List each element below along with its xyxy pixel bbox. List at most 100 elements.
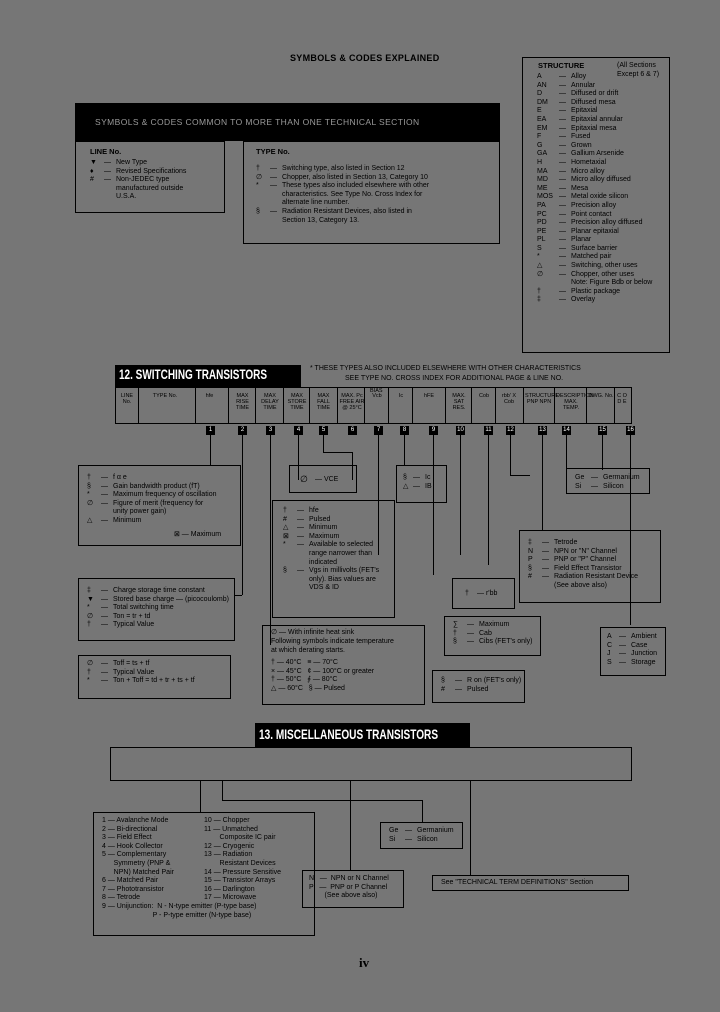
heatsink-line2: Following symbols indicate temperature <box>271 638 394 645</box>
legend-symbol: F <box>537 133 542 141</box>
legend-symbol: A <box>537 73 542 80</box>
legend-dash <box>270 191 282 200</box>
legend-symbol: PD <box>537 219 547 227</box>
legend-dash: — <box>297 524 304 532</box>
legend-text: Precision alloy <box>571 201 617 209</box>
ic-legend: §—Ic△—IB <box>396 465 447 503</box>
legend-symbol: G <box>537 141 543 149</box>
legend-row: EA—Epitaxial annular <box>537 116 652 125</box>
legend-row: EM—Epitaxial mesa <box>537 125 652 134</box>
legend-dash: — <box>101 474 108 481</box>
connector-line <box>222 800 422 801</box>
legend-row: GA—Gallium Arsenide <box>537 150 652 159</box>
legend-row: MD—Micro alloy diffused <box>537 176 652 185</box>
legend-dash: — <box>405 827 412 834</box>
legend-text: Stored base charge — (picocoulomb) <box>113 595 229 603</box>
legend-text: VDS & ID <box>309 584 339 592</box>
legend-text: Diffused mesa <box>571 98 616 106</box>
legend-text: Case <box>631 641 648 649</box>
legend-symbol <box>256 217 270 226</box>
legend-dash <box>104 193 116 202</box>
legend-row: ‡—Charge storage time constant <box>87 587 229 596</box>
legend-text: manufactured outside <box>116 184 184 192</box>
legend-dash: — <box>559 150 566 158</box>
connector-line <box>352 452 353 480</box>
legend-symbol: § <box>528 564 532 572</box>
legend-dash: — <box>542 556 549 564</box>
legend-symbol: § <box>256 207 260 215</box>
heatsink-legend: ∅ — With infinite heat sink Following sy… <box>262 625 425 705</box>
legend-symbol: △ <box>403 482 409 490</box>
vce-value: VCE <box>323 476 339 483</box>
legend-row: F—Fused <box>537 133 652 142</box>
header-divider <box>255 388 256 424</box>
legend-row: ‡—Tetrode <box>528 539 638 548</box>
common-section-banner <box>75 103 500 141</box>
legend-symbol: Si <box>575 482 582 490</box>
legend-row: characteristics. See Type No. Cross Inde… <box>256 191 429 200</box>
legend-text: Minimum <box>309 524 338 532</box>
legend-text: Storage <box>631 658 656 666</box>
rdon-legend: §—R on (FET's only)#—Pulsed <box>432 670 525 703</box>
header-divider <box>554 388 555 424</box>
column-number: 6 <box>348 426 357 435</box>
legend-text: Annular <box>571 81 596 89</box>
type-no-legend: TYPE No. †—Switching type, also listed i… <box>243 141 500 244</box>
legend-symbol: ∅ <box>87 612 94 620</box>
switching-header-14: STRUCTURE PNP NPN <box>525 393 559 405</box>
header-divider <box>138 388 139 424</box>
legend-text: only). Bias values are <box>309 575 376 583</box>
legend-dash: — <box>559 270 566 278</box>
legend-row: †—Plastic package <box>537 288 652 297</box>
charge-list: ‡—Charge storage time constant▼—Stored b… <box>87 587 229 630</box>
legend-dash: — <box>619 650 626 658</box>
legend-dash: — <box>405 835 412 843</box>
ft-max-label: ⊠ — Maximum <box>174 531 222 538</box>
header-divider <box>228 388 229 424</box>
connector-line <box>270 435 271 645</box>
legend-row: *—Matched pair <box>537 253 652 262</box>
connector-line <box>210 435 211 465</box>
legend-symbol: ▼ <box>90 159 97 166</box>
legend-symbol: Ge <box>389 827 399 834</box>
legend-symbol: ∅ <box>87 499 94 507</box>
legend-dash: — <box>559 73 566 80</box>
legend-text: U.S.A. <box>116 193 137 201</box>
legend-symbol: † <box>87 668 91 676</box>
column-number: 2 <box>238 426 247 435</box>
connector-line <box>510 435 511 475</box>
legend-dash: — <box>559 219 566 227</box>
legend-dash: — <box>297 515 304 523</box>
legend-symbol: * <box>256 182 259 190</box>
switching-header-0: LINE No. <box>120 393 134 405</box>
type-no-list: †—Switching type, also listed in Section… <box>256 165 429 225</box>
legend-line: (See above also) <box>309 892 378 900</box>
legend-symbol: Si <box>389 835 396 843</box>
legend-line: P — PNP or P Channel <box>309 883 388 891</box>
ft-max: Maximum <box>190 531 222 538</box>
legend-symbol: # <box>283 515 287 523</box>
legend-text: Switching, other uses <box>571 262 638 270</box>
legend-row: MA—Micro alloy <box>537 168 652 177</box>
switching-banner <box>115 365 301 387</box>
legend-symbol: AN <box>537 81 547 89</box>
legend-dash: — <box>559 81 566 89</box>
connector-line <box>433 435 434 575</box>
connector-line <box>422 800 423 822</box>
legend-text: Total switching time <box>113 604 174 612</box>
legend-text: Note: Figure Bdb or below <box>571 279 653 287</box>
legend-dash: — <box>101 604 108 612</box>
switching-header-16: DWG. No. <box>588 393 614 399</box>
legend-row: ∅—Toff = ts + tf <box>87 660 195 669</box>
legend-symbol: § <box>453 638 457 646</box>
legend-symbol: * <box>87 677 90 685</box>
legend-row: ∅—Figure of merit (frequency for <box>87 500 217 509</box>
legend-dash: — <box>559 227 566 235</box>
column-number: 12 <box>506 426 515 435</box>
cob-legend: ∑—Maximum†—Cab§—Cibs (FET's only) <box>444 616 541 656</box>
legend-text: NPN or "N" Channel <box>554 547 617 555</box>
connector-line <box>602 435 603 470</box>
legend-dash: — <box>559 210 566 218</box>
legend-row: ∅—Chopper, other uses <box>537 271 652 280</box>
